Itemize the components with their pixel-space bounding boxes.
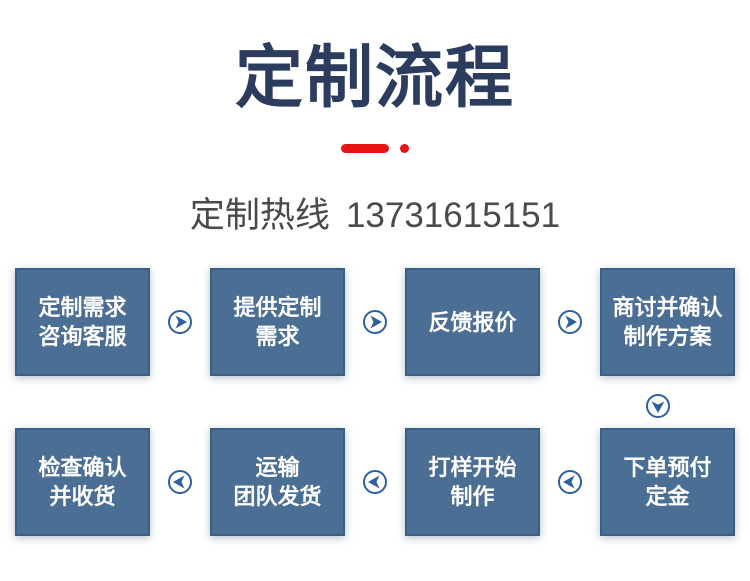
page-title: 定制流程 <box>234 40 515 116</box>
hotline-label: 定制热线 <box>189 196 330 235</box>
flow-connector <box>345 469 405 495</box>
flow-step-box: 运输 团队发货 <box>210 428 345 536</box>
flow-step-box: 检查确认 并收货 <box>15 428 150 536</box>
circle-arrow-left-icon <box>168 470 192 494</box>
flow-step-label: 打样开始 制作 <box>428 455 517 509</box>
circle-arrow-left-icon <box>363 470 387 494</box>
title-divider-dot <box>400 144 409 153</box>
flow-step-box: 打样开始 制作 <box>405 428 540 536</box>
title-divider-bar <box>341 144 389 153</box>
row-to-row-connector <box>15 376 735 428</box>
flow-row-2: 检查确认 并收货 运输 团队发货 打样开始 制作 <box>15 428 735 536</box>
flow-step-box: 商讨并确认 制作方案 <box>600 268 735 376</box>
flow-connector <box>540 469 600 495</box>
flow-step-box: 下单预付 定金 <box>600 428 735 536</box>
hotline: 定制热线 13731615151 <box>0 195 750 237</box>
circle-arrow-right-icon <box>363 310 387 334</box>
title-divider <box>0 144 750 153</box>
flow-connector <box>645 393 671 419</box>
flow-step-box: 提供定制 需求 <box>210 268 345 376</box>
flow-connector <box>345 309 405 335</box>
circle-arrow-down-icon <box>646 394 670 418</box>
flow-connector <box>540 309 600 335</box>
flow-connector <box>150 309 210 335</box>
hotline-number: 13731615151 <box>345 196 561 235</box>
circle-arrow-right-icon <box>558 310 582 334</box>
circle-arrow-left-icon <box>558 470 582 494</box>
flow-step-label: 下单预付 定金 <box>623 455 712 509</box>
flow-step-label: 提供定制 需求 <box>233 295 322 349</box>
circle-arrow-right-icon <box>168 310 192 334</box>
flow-step-label: 检查确认 并收货 <box>38 455 127 509</box>
flow-row-1: 定制需求 咨询客服 提供定制 需求 反馈报价 <box>15 268 735 376</box>
flow-step-label: 运输 团队发货 <box>233 455 322 509</box>
flow-step-label: 反馈报价 <box>428 309 517 335</box>
flow-step-box: 反馈报价 <box>405 268 540 376</box>
flow-step-box: 定制需求 咨询客服 <box>15 268 150 376</box>
process-flow-diagram: 定制需求 咨询客服 提供定制 需求 反馈报价 <box>0 268 750 536</box>
flow-step-label: 定制需求 咨询客服 <box>38 295 127 349</box>
flow-step-label: 商讨并确认 制作方案 <box>612 295 723 349</box>
flow-connector <box>150 469 210 495</box>
